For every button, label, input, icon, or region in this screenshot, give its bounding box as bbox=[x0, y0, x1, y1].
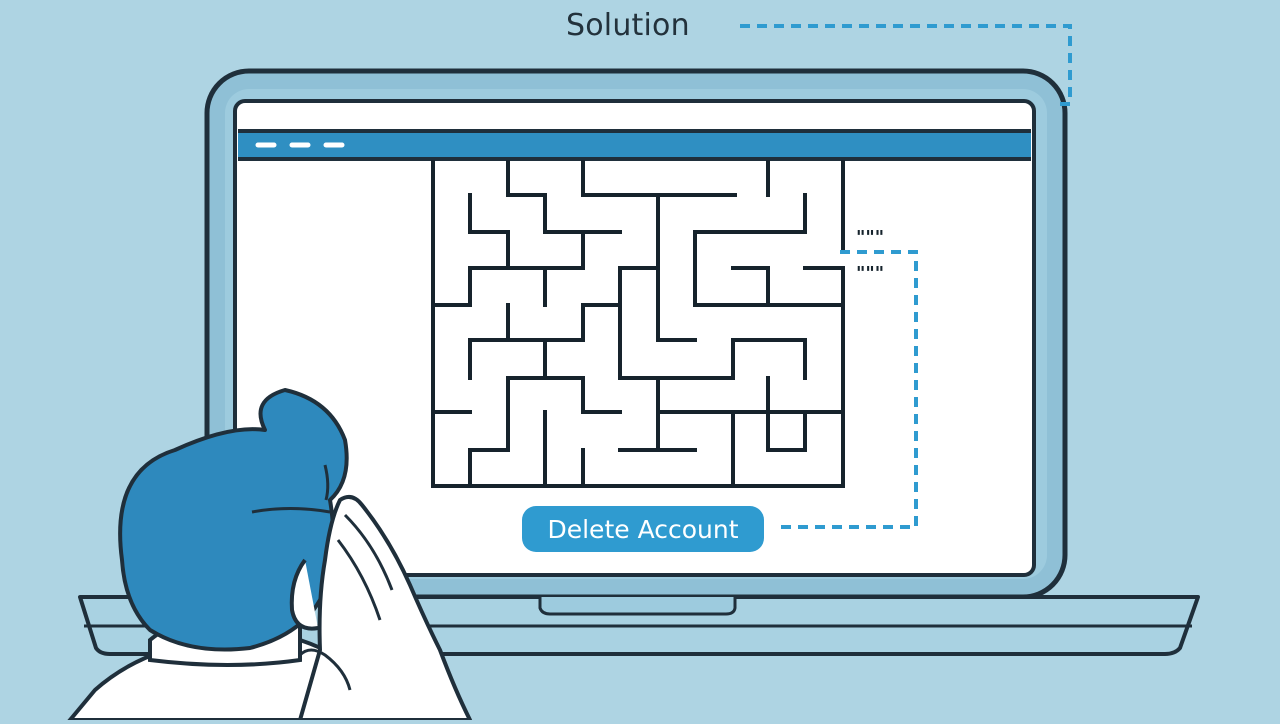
person-ear bbox=[289, 558, 319, 631]
solution-label: Solution bbox=[566, 8, 690, 43]
browser-title-bar bbox=[238, 131, 1031, 159]
maze-exit-mark-bottom: """ bbox=[856, 263, 884, 284]
delete-account-button[interactable]: Delete Account bbox=[522, 506, 764, 552]
laptop-notch bbox=[538, 597, 737, 616]
person-hand bbox=[298, 494, 472, 722]
dashed-path-to-button bbox=[778, 250, 918, 529]
person-hair bbox=[118, 388, 349, 652]
dashed-path-solution bbox=[740, 24, 1072, 106]
maze bbox=[431, 160, 845, 488]
frustrated-person bbox=[65, 388, 472, 722]
maze-exit-mark-top: """ bbox=[856, 227, 884, 248]
